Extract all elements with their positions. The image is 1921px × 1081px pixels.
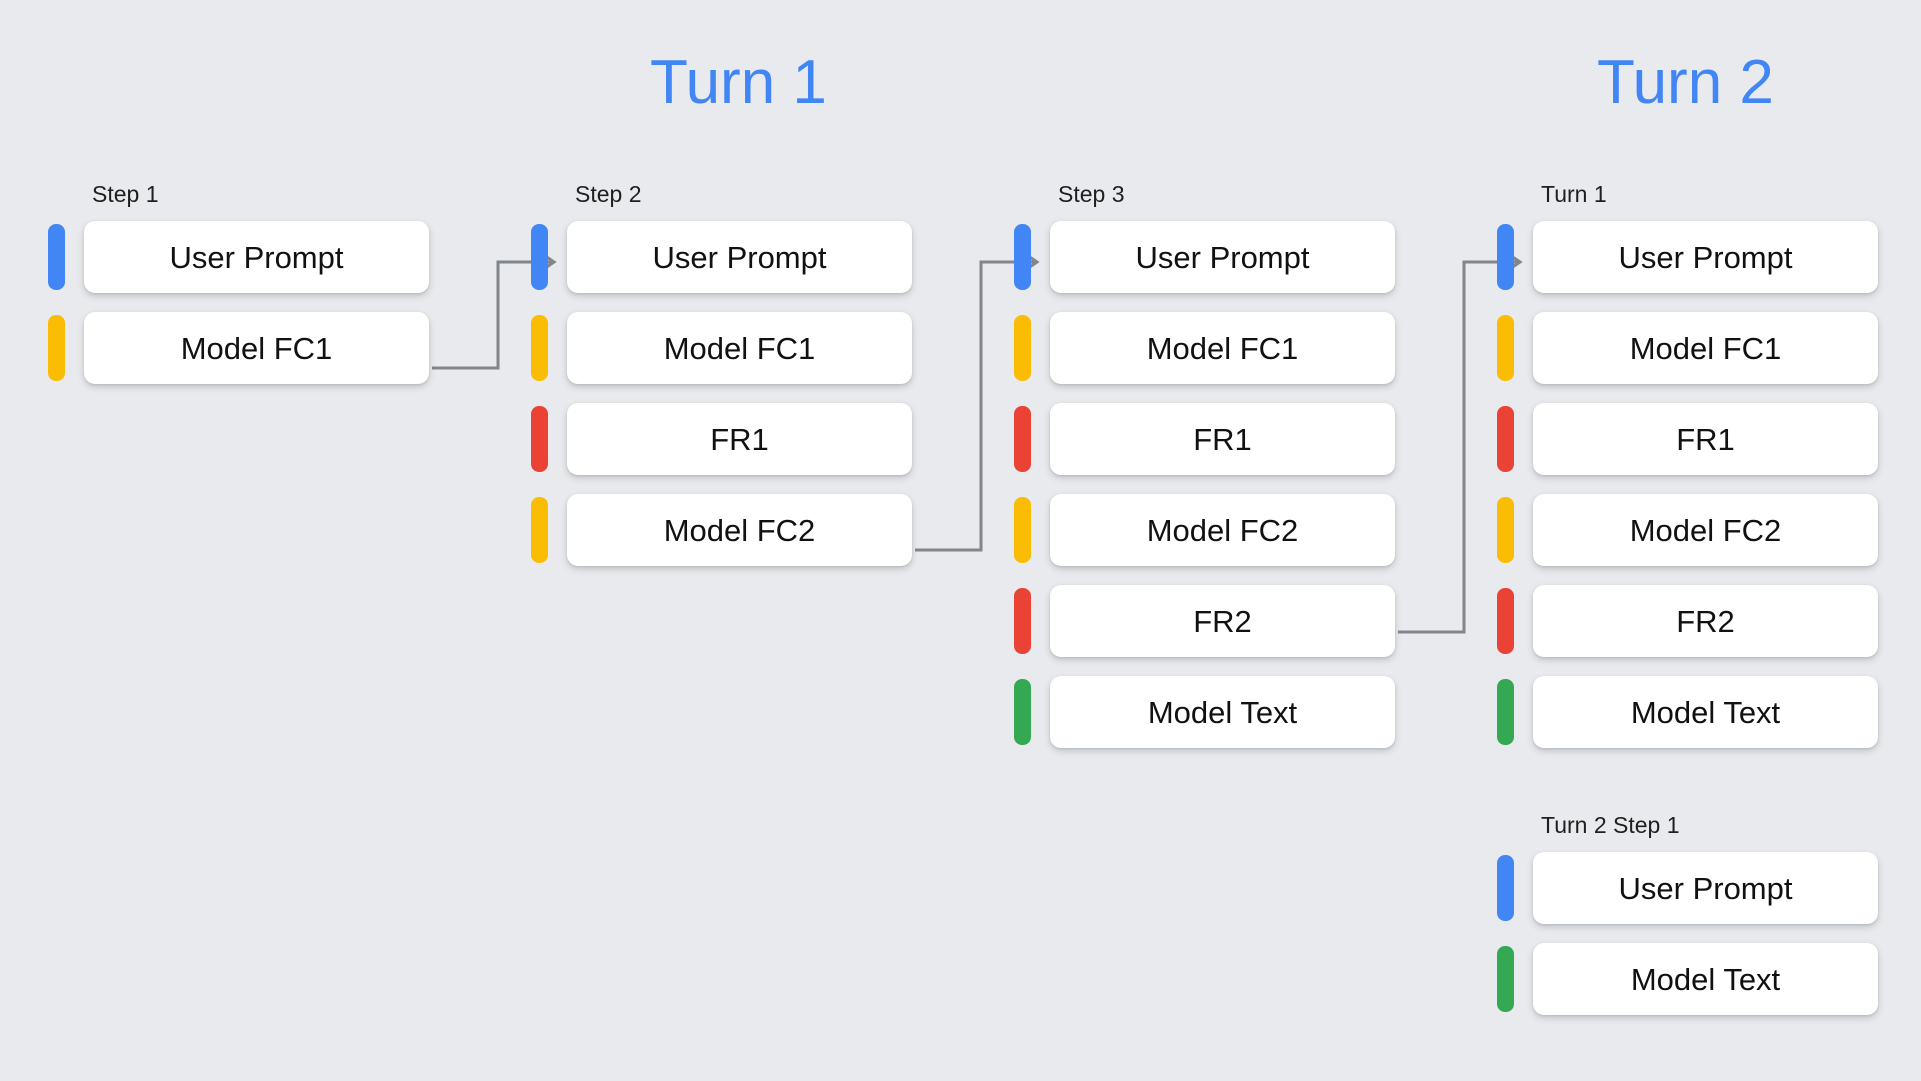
blue-color-bar-icon xyxy=(1497,224,1514,290)
column-label-turn-2-step-1: Turn 2 Step 1 xyxy=(1541,812,1680,838)
column-label-turn-1-recap: Turn 1 xyxy=(1541,181,1607,207)
card-label: User Prompt xyxy=(1618,239,1793,275)
card-label: FR1 xyxy=(710,421,769,457)
green-color-bar-icon xyxy=(1497,946,1514,1012)
card-model-function-call[interactable]: Model FC2 xyxy=(1050,494,1395,566)
card-user-prompt[interactable]: User Prompt xyxy=(84,221,429,293)
column-label-step-3: Step 3 xyxy=(1058,181,1125,207)
blue-color-bar-icon xyxy=(1014,224,1031,290)
card-label: Model FC1 xyxy=(1629,330,1782,366)
card-user-prompt[interactable]: User Prompt xyxy=(1050,221,1395,293)
card-model-function-call[interactable]: Model FC1 xyxy=(84,312,429,384)
card-label: Model FC1 xyxy=(1146,330,1299,366)
column-label-step-1: Step 1 xyxy=(92,181,159,207)
card-model-function-call[interactable]: Model FC2 xyxy=(567,494,912,566)
card-label: User Prompt xyxy=(652,239,827,275)
card-label: Model Text xyxy=(1630,961,1781,997)
card-user-prompt[interactable]: User Prompt xyxy=(1533,852,1878,924)
green-color-bar-icon xyxy=(1497,679,1514,745)
card-model-function-call[interactable]: Model FC2 xyxy=(1533,494,1878,566)
yellow-color-bar-icon xyxy=(1014,315,1031,381)
card-user-prompt[interactable]: User Prompt xyxy=(567,221,912,293)
card-function-response[interactable]: FR2 xyxy=(1050,585,1395,657)
card-label: FR2 xyxy=(1193,603,1252,639)
card-label: Model FC2 xyxy=(1629,512,1782,548)
card-label: User Prompt xyxy=(1135,239,1310,275)
card-label: Model Text xyxy=(1147,694,1298,730)
card-label: FR2 xyxy=(1676,603,1735,639)
red-color-bar-icon xyxy=(1497,588,1514,654)
card-model-text[interactable]: Model Text xyxy=(1533,676,1878,748)
card-function-response[interactable]: FR1 xyxy=(567,403,912,475)
card-label: Model FC1 xyxy=(180,330,333,366)
yellow-color-bar-icon xyxy=(1497,497,1514,563)
column-label-step-2: Step 2 xyxy=(575,181,642,207)
red-color-bar-icon xyxy=(1014,406,1031,472)
card-model-text[interactable]: Model Text xyxy=(1533,943,1878,1015)
card-function-response[interactable]: FR1 xyxy=(1533,403,1878,475)
card-label: Model FC2 xyxy=(663,512,816,548)
blue-color-bar-icon xyxy=(48,224,65,290)
yellow-color-bar-icon xyxy=(1497,315,1514,381)
card-user-prompt[interactable]: User Prompt xyxy=(1533,221,1878,293)
card-function-response[interactable]: FR2 xyxy=(1533,585,1878,657)
card-label: FR1 xyxy=(1193,421,1252,457)
card-label: FR1 xyxy=(1676,421,1735,457)
yellow-color-bar-icon xyxy=(1014,497,1031,563)
card-label: Model Text xyxy=(1630,694,1781,730)
yellow-color-bar-icon xyxy=(531,315,548,381)
card-model-function-call[interactable]: Model FC1 xyxy=(567,312,912,384)
card-function-response[interactable]: FR1 xyxy=(1050,403,1395,475)
red-color-bar-icon xyxy=(531,406,548,472)
card-model-function-call[interactable]: Model FC1 xyxy=(1533,312,1878,384)
blue-color-bar-icon xyxy=(1497,855,1514,921)
card-model-function-call[interactable]: Model FC1 xyxy=(1050,312,1395,384)
yellow-color-bar-icon xyxy=(531,497,548,563)
green-color-bar-icon xyxy=(1014,679,1031,745)
yellow-color-bar-icon xyxy=(48,315,65,381)
card-model-text[interactable]: Model Text xyxy=(1050,676,1395,748)
red-color-bar-icon xyxy=(1014,588,1031,654)
turn-1-heading: Turn 1 xyxy=(650,48,827,117)
blue-color-bar-icon xyxy=(531,224,548,290)
card-label: Model FC2 xyxy=(1146,512,1299,548)
red-color-bar-icon xyxy=(1497,406,1514,472)
turn-2-heading: Turn 2 xyxy=(1597,48,1774,117)
card-label: User Prompt xyxy=(1618,870,1793,906)
card-label: Model FC1 xyxy=(663,330,816,366)
card-label: User Prompt xyxy=(169,239,344,275)
